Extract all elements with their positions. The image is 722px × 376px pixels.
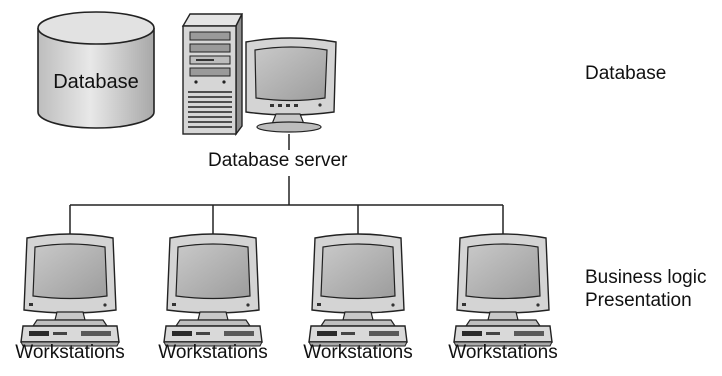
tier-business-logic-label: Business logic [585,267,707,288]
workstation-label: Workstations [448,342,558,363]
server-tower-icon [181,13,244,137]
database-label: Database [53,71,139,93]
network-lines [69,134,504,234]
workstation-icon [308,233,408,347]
server-monitor-icon [245,37,337,133]
workstation-icon [163,233,263,347]
workstation-icon [453,233,553,347]
workstation-label: Workstations [15,342,125,363]
tier-database-label: Database [585,63,667,84]
server-label: Database server [208,150,348,171]
workstation-label: Workstations [158,342,268,363]
workstation-label: Workstations [303,342,413,363]
database-cylinder-icon [37,11,155,129]
workstation-icon [20,233,120,347]
tier-presentation-label: Presentation [585,290,692,311]
